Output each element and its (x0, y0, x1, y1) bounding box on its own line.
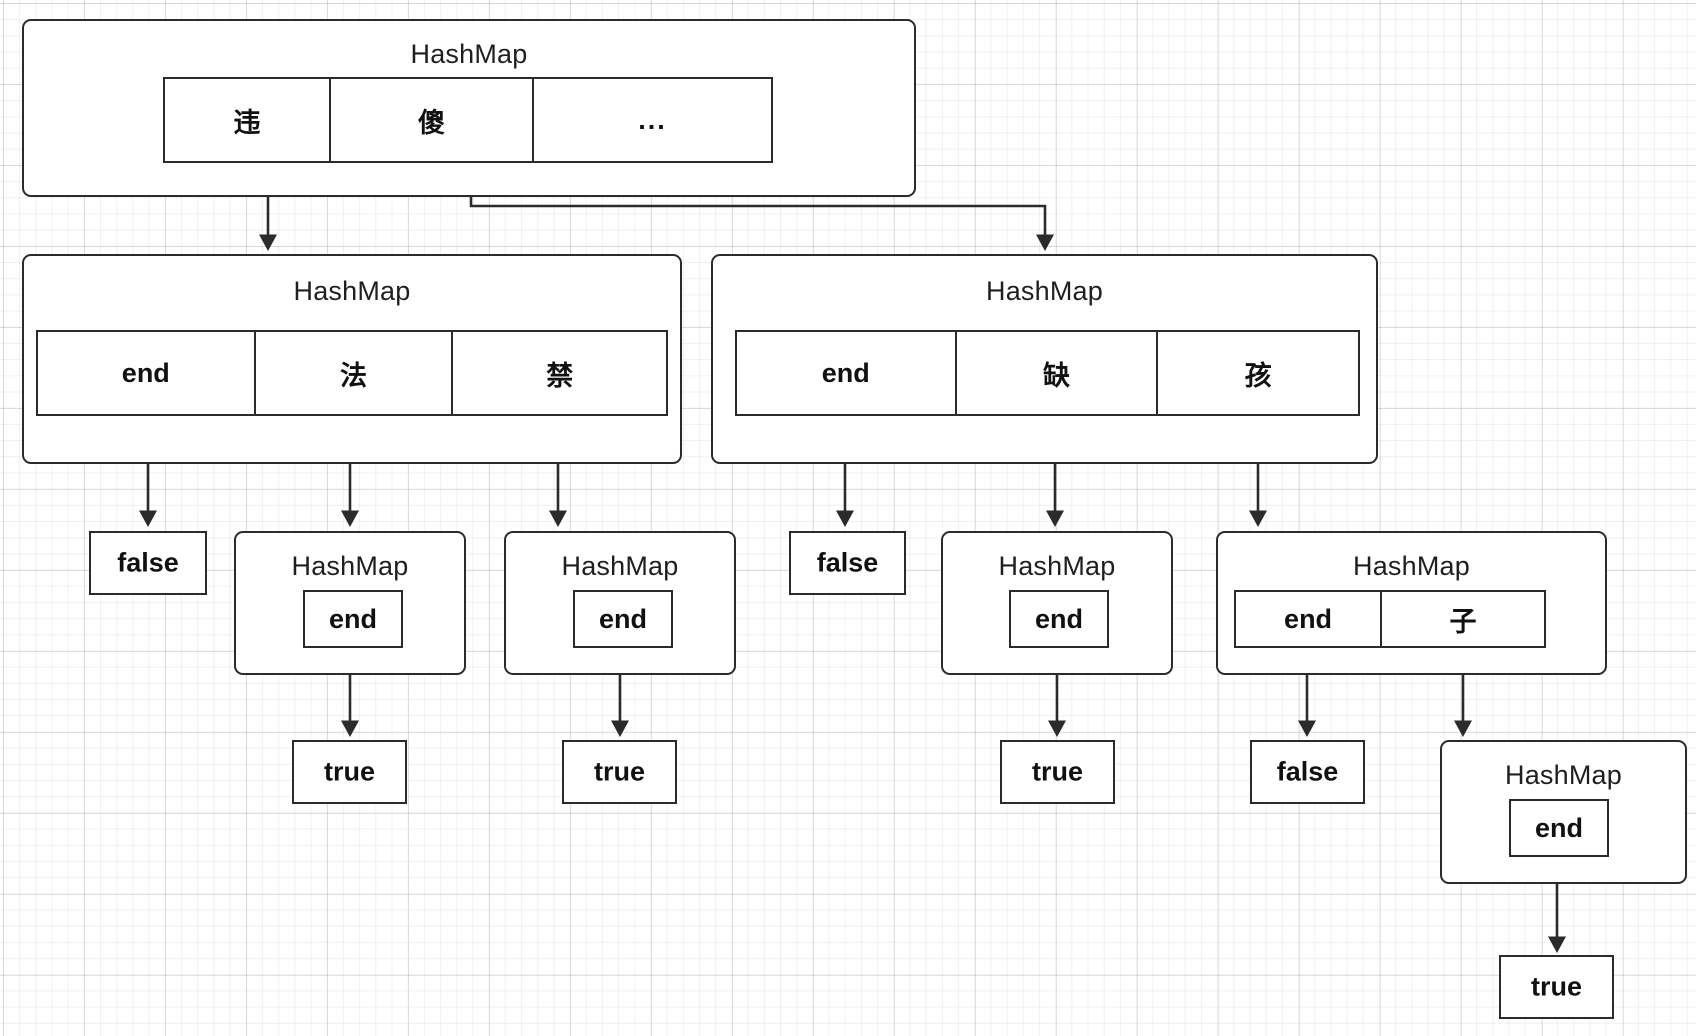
node-root-hashmap[interactable]: HashMap 违 傻 ... (22, 19, 916, 197)
level2-left-cell-end[interactable]: end (38, 332, 256, 414)
node-level2-right-hashmap[interactable]: HashMap end 缺 孩 (711, 254, 1378, 464)
leaf-label: false (816, 547, 879, 578)
root-cell-row: 违 傻 ... (163, 77, 773, 163)
leaf-label: false (1276, 756, 1339, 787)
node-level2-left-hashmap[interactable]: HashMap end 法 禁 (22, 254, 682, 464)
level2-left-cell-row: end 法 禁 (36, 330, 668, 416)
leaf-label: false (117, 547, 179, 578)
node-title: HashMap (1505, 760, 1622, 790)
node-true-zi[interactable]: true (1499, 955, 1614, 1019)
node-false-left-end[interactable]: false (89, 531, 207, 595)
level2-right-cell-que[interactable]: 缺 (957, 332, 1159, 414)
level4-zi-cell-row: end (1509, 799, 1609, 857)
level3-fa-cell-row: end (303, 590, 403, 648)
node-true-jin[interactable]: true (562, 740, 677, 804)
node-title: HashMap (561, 551, 679, 581)
node-title: HashMap (1353, 551, 1470, 581)
leaf-label: true (593, 756, 645, 787)
node-level3-hai-hashmap[interactable]: HashMap end 子 (1216, 531, 1607, 675)
node-false-hai-end[interactable]: false (1250, 740, 1365, 804)
node-true-que[interactable]: true (1000, 740, 1115, 804)
node-title: HashMap (998, 551, 1116, 581)
node-level4-zi-hashmap[interactable]: HashMap end (1440, 740, 1687, 884)
level2-right-cell-hai[interactable]: 孩 (1244, 360, 1272, 391)
node-level3-que-hashmap[interactable]: HashMap end (941, 531, 1173, 675)
node-level3-fa-hashmap[interactable]: HashMap end (234, 531, 466, 675)
leaf-label: true (1031, 756, 1083, 787)
node-title: HashMap (986, 276, 1103, 306)
level4-zi-cell-end[interactable]: end (1534, 812, 1583, 843)
level3-que-cell-row: end (1009, 590, 1109, 648)
node-true-fa[interactable]: true (292, 740, 407, 804)
level3-que-cell-end[interactable]: end (1034, 603, 1083, 634)
node-false-right-end[interactable]: false (789, 531, 906, 595)
node-level3-jin-hashmap[interactable]: HashMap end (504, 531, 736, 675)
level2-right-cell-row: end 缺 孩 (735, 330, 1360, 416)
level3-hai-cell-row: end 子 (1234, 590, 1546, 648)
leaf-label: true (323, 756, 375, 787)
node-title: HashMap (291, 551, 409, 581)
level3-fa-cell-end[interactable]: end (328, 603, 377, 634)
level2-left-cell-jin[interactable]: 禁 (546, 360, 574, 391)
node-title: HashMap (293, 276, 411, 306)
node-title: HashMap (410, 39, 528, 69)
level3-hai-cell-end[interactable]: end (1236, 592, 1383, 646)
level2-left-cell-fa[interactable]: 法 (256, 332, 454, 414)
level3-jin-cell-end[interactable]: end (598, 603, 647, 634)
level3-hai-cell-zi[interactable]: 子 (1449, 606, 1477, 637)
root-cell-ellipsis[interactable]: ... (638, 104, 667, 135)
level3-jin-cell-row: end (573, 590, 673, 648)
root-cell-sha[interactable]: 傻 (331, 79, 534, 161)
level2-right-cell-end[interactable]: end (737, 332, 957, 414)
leaf-label: true (1530, 971, 1582, 1002)
root-cell-wei[interactable]: 违 (165, 79, 331, 161)
